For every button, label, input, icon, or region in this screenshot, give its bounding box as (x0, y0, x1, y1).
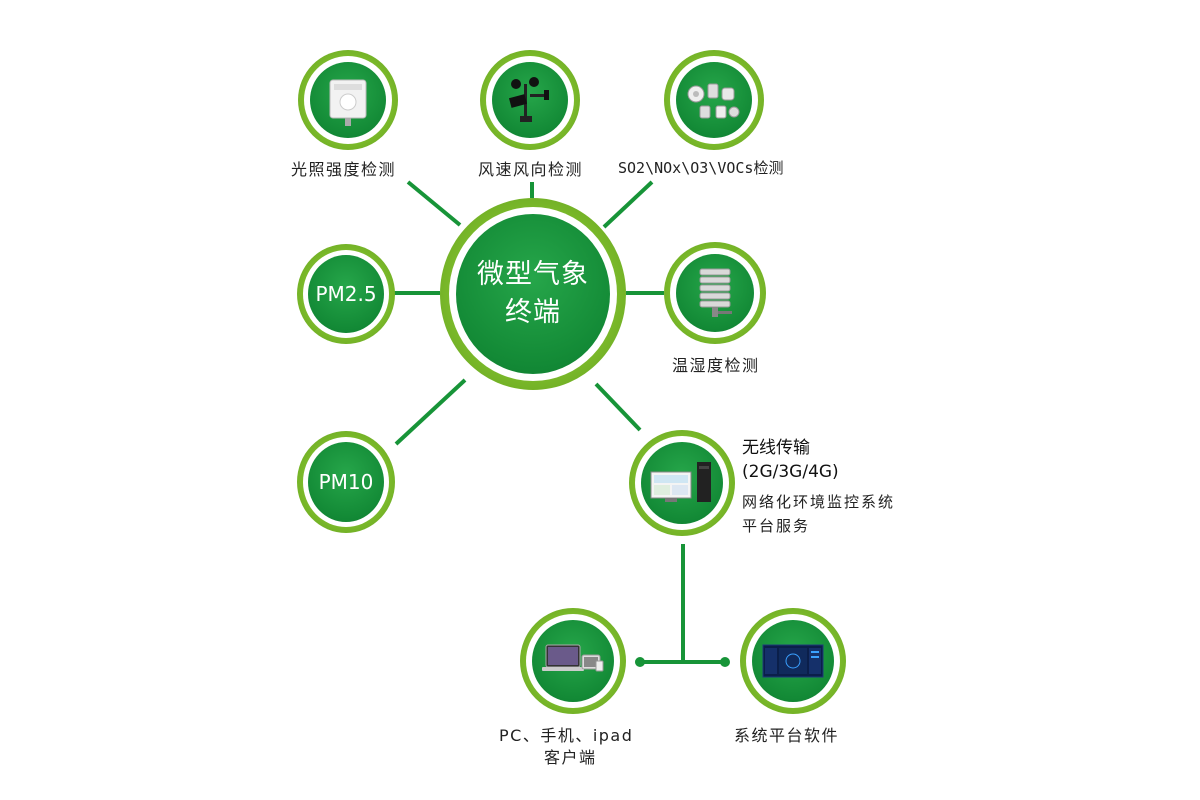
service-line2: 平台服务 (742, 517, 811, 535)
wireless-title: 无线传输 (742, 438, 810, 458)
pm25-label: PM2.5 (315, 282, 377, 306)
light-sensor-node (298, 50, 398, 150)
center-node: 微型气象 终端 (440, 198, 626, 390)
gas-sensors-icon (687, 83, 740, 119)
client-devices-label-line2: 客户端 (544, 748, 597, 767)
client-devices-label-line1: PC、手机、ipad (499, 726, 634, 745)
gas-sensor-node (664, 50, 764, 150)
platform-software-node (740, 608, 846, 714)
center-title-line2: 终端 (505, 297, 561, 328)
pm10-node: PM10 (297, 431, 395, 533)
wireless-node (629, 430, 735, 536)
gas-sensor-label: SO2\NOx\O3\VOCs检测 (618, 159, 784, 177)
temp-humidity-label: 温湿度检测 (672, 356, 760, 375)
light-sensor-icon (329, 79, 367, 126)
line-light (406, 180, 462, 227)
pm25-node: PM2.5 (297, 244, 395, 344)
louver-shield-icon (699, 268, 732, 317)
junction-dot-left (635, 657, 645, 667)
anemometer-icon (508, 77, 549, 122)
laptop-tablet-icon (542, 644, 604, 672)
wireless-text-block: 无线传输 (2G/3G/4G) 网络化环境监控系统 平台服务 (742, 436, 895, 538)
line-gas (602, 180, 654, 229)
center-title-line1: 微型气象 (477, 259, 589, 290)
line-pm10 (394, 378, 467, 446)
platform-software-label: 系统平台软件 (734, 726, 840, 745)
temp-humidity-node (664, 242, 766, 344)
wireless-subtitle: (2G/3G/4G) (742, 462, 839, 482)
wind-sensor-node (480, 50, 580, 150)
client-devices-node (520, 608, 626, 714)
junction-dot-right (720, 657, 730, 667)
service-line1: 网络化环境监控系统 (742, 493, 896, 511)
light-sensor-label: 光照强度检测 (291, 160, 397, 179)
wind-sensor-label: 风速风向检测 (478, 160, 584, 179)
line-wireless (594, 382, 642, 432)
server-monitor-icon (650, 462, 711, 502)
dashboard-software-icon (762, 644, 824, 678)
pm10-label: PM10 (318, 470, 374, 494)
